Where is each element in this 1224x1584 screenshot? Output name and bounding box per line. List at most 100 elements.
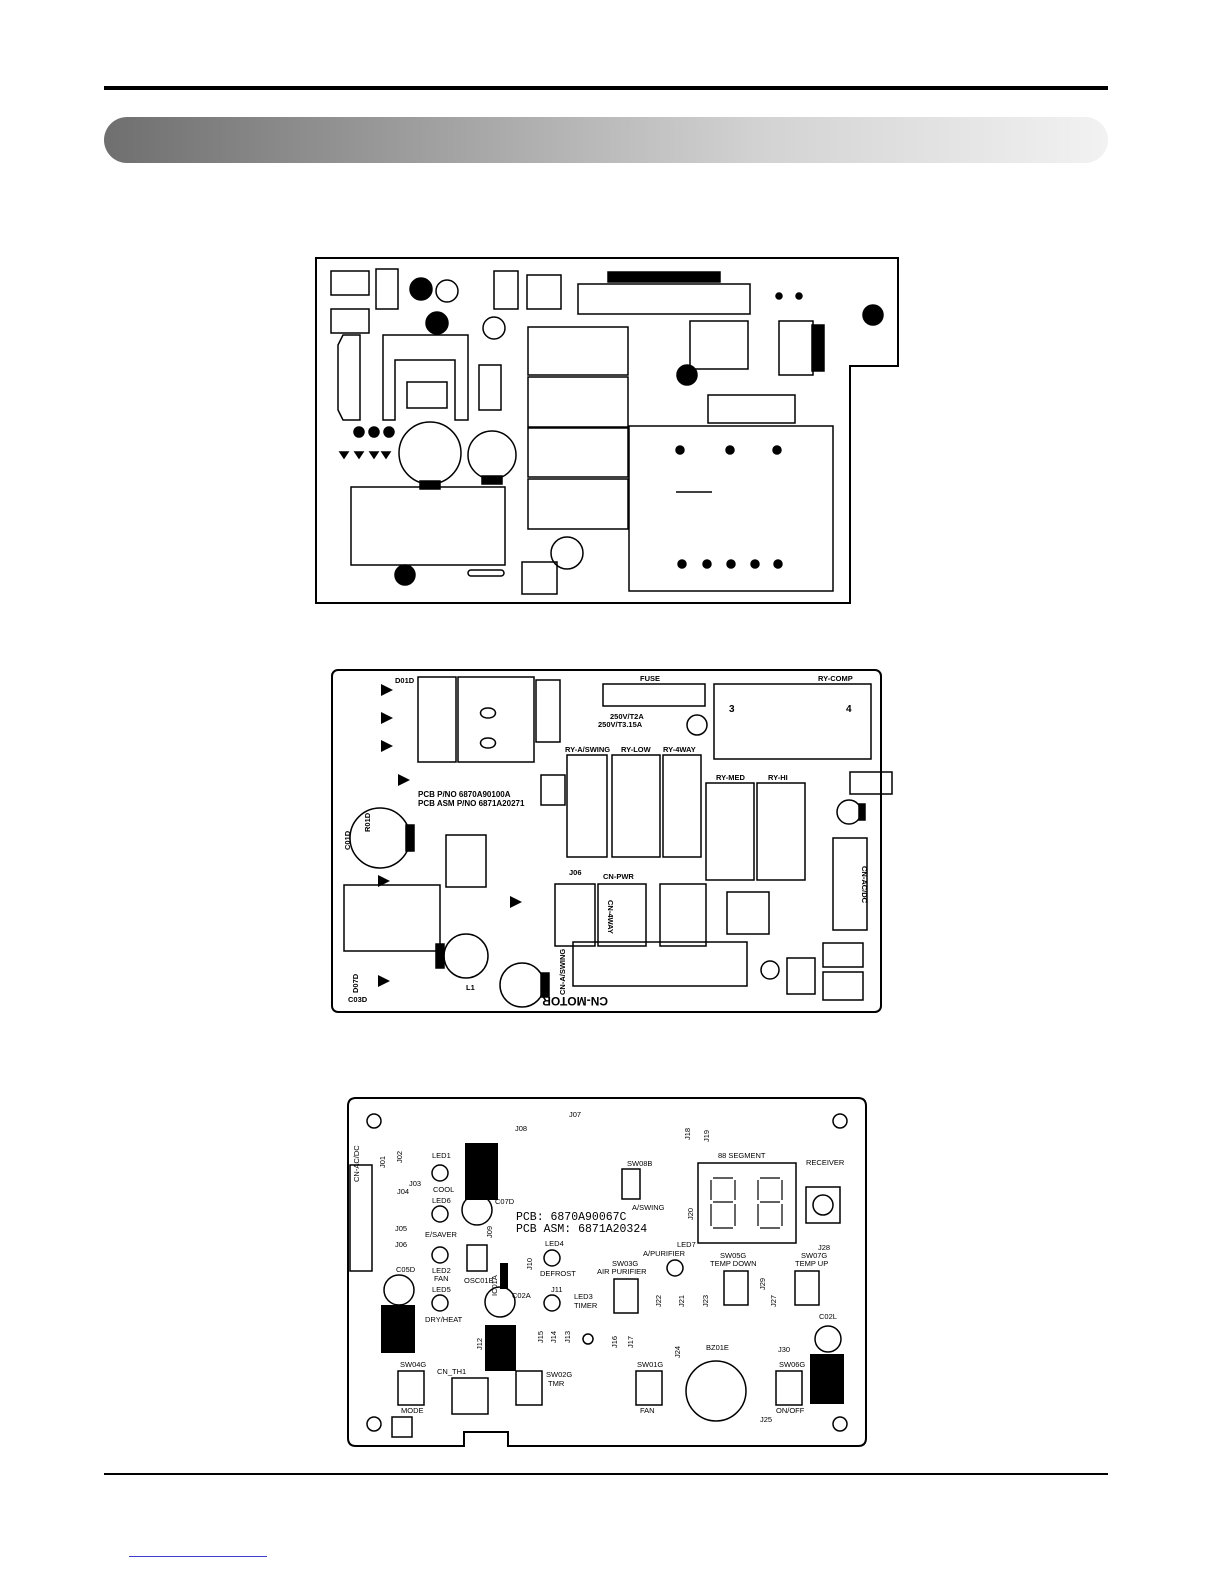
buzzer [685,1360,747,1422]
fuse [467,569,505,577]
cn-block [786,957,816,995]
transistor [482,316,506,340]
relay-aswing [566,754,608,858]
section-banner [104,117,1108,163]
connector [493,270,519,310]
switch-sw03g [613,1278,639,1314]
capacitor-block [417,676,457,763]
cn-4way-label: CN-4WAY [606,900,615,934]
led [431,1164,449,1182]
relay-hi [756,782,806,881]
j02-label: J02 [395,1151,404,1163]
led7-label: LED7 [677,1240,696,1249]
relay [527,478,629,530]
ry-hi-label: RY-HI [768,773,788,782]
diode-row [378,684,522,987]
coil-block [457,676,535,763]
cn-block [822,942,864,968]
ry-aswing-label: RY-A/SWING [565,745,610,754]
air-purifier-label: AIR PURIFIER [597,1267,647,1276]
ic [521,561,558,595]
component [707,394,796,424]
pcb-asm-number: PCB ASM: 6871A20324 [516,1223,647,1236]
capacitor [814,1325,842,1353]
cn-pwr-block [554,883,596,947]
connector [375,268,399,310]
led6-label: LED6 [432,1196,451,1205]
temp-up-label: TEMP UP [795,1259,828,1268]
j29-label: J29 [758,1278,767,1290]
cn-motor-label: CN-MOTOR [542,994,608,1008]
sw04g-label: SW04G [400,1360,426,1369]
heat-sink [382,334,469,421]
terminal-black [811,324,825,372]
d07d-label: D07D [351,973,360,993]
cn-th1 [451,1377,489,1415]
ic-block [500,1263,508,1289]
ic01a-label: IC01A [490,1275,499,1296]
j25-label: J25 [760,1415,772,1424]
pcb-number: PCB: 6870A90067C [516,1211,627,1224]
capacitor [383,1274,415,1306]
connector [330,270,370,296]
j06-label: J06 [569,868,582,877]
led4-label: LED4 [545,1239,564,1248]
j21-label: J21 [677,1295,686,1307]
ic-square [540,774,566,806]
ic-block [810,1354,844,1404]
pcb-board-3-outline [347,1097,867,1447]
relay-low [611,754,661,858]
cn-block [822,971,864,1001]
j22-label: J22 [654,1295,663,1307]
led [431,1246,449,1264]
pcb-asm-number: PCB ASM P/NO 6871A20271 [418,799,525,808]
r01d-label: R01D [363,812,372,832]
cn-ac-block [726,891,770,935]
j08-label: J08 [515,1124,527,1133]
fuse-label: FUSE [640,674,660,683]
timer-label: TIMER [574,1301,598,1310]
led [666,1259,684,1277]
led [431,1205,449,1223]
c05d-label: C05D [396,1265,416,1274]
j23-label: J23 [701,1295,710,1307]
footer-link-underline[interactable] [129,1556,267,1557]
led5-label: LED5 [432,1285,451,1294]
mount-hole [686,714,708,736]
j24-label: J24 [673,1346,682,1358]
sw03g-label: SW03G [612,1259,638,1268]
sw07g-label: SW07G [801,1251,827,1260]
diode-row [338,426,395,460]
sw02g-label: SW02G [546,1370,572,1379]
terminal-strip-top [607,271,721,283]
pcb-board-1-outline [315,257,899,604]
transistor [409,277,433,301]
via [582,1333,594,1345]
transformer [343,884,441,952]
j09-label: J09 [485,1226,494,1238]
mount-hole [832,1113,848,1129]
led1-label: LED1 [432,1151,451,1160]
j12-label: J12 [475,1338,484,1350]
j18-label: J18 [683,1128,692,1140]
ry-4way-label: RY-4WAY [663,745,696,754]
j30-label: J30 [778,1345,790,1354]
j28-label: J28 [818,1243,830,1252]
j10-label: J10 [525,1258,534,1270]
c01d-label: C01D [343,830,352,850]
receiver-label: RECEIVER [806,1158,845,1167]
tmr-label: TMR [548,1379,565,1388]
ic-block [485,1325,516,1371]
cn-4way-block [597,883,647,947]
relay [527,427,629,478]
j03-label: J03 [409,1179,421,1188]
j01-label: J01 [378,1156,387,1168]
j19-label: J19 [702,1130,711,1142]
capacitor-band [419,480,441,490]
sw06g-label: SW06G [779,1360,805,1369]
relay [527,376,629,428]
j05-label: J05 [395,1224,407,1233]
mount-hole [394,564,416,586]
relay-large [628,425,834,592]
